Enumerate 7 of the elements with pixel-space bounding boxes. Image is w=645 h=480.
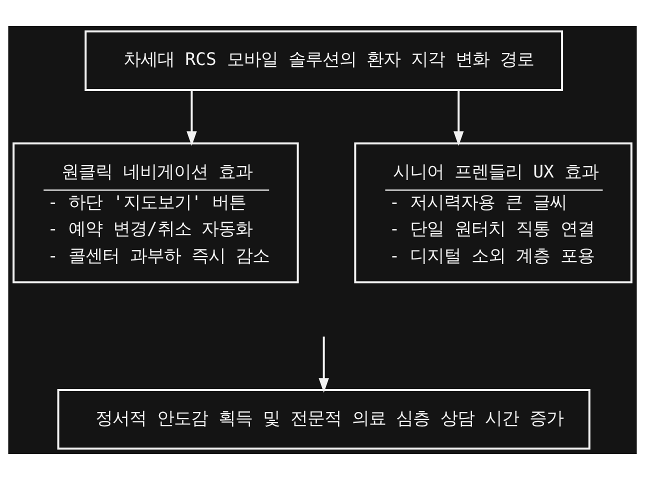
node-box: 정서적 안도감 획득 및 전문적 의료 심층 상담 시간 증가 bbox=[57, 388, 590, 450]
node-box: 원클릭 네비게이션 효과 - 하단 '지도보기' 버튼 - 예약 변경/취소 자동화 - 콜센터 과부하 즉시 감소 bbox=[12, 142, 299, 284]
arrow bbox=[453, 90, 464, 146]
node-box: 차세대 RCS 모바일 솔루션의 환자 지각 변화 경로 bbox=[84, 30, 564, 92]
node-box: 시니어 프렌들리 UX 효과 - 저시력자용 큰 글씨 - 단일 원터치 직통 연결 - 디지털 소외 계층 포용 bbox=[354, 142, 632, 284]
arrow bbox=[186, 90, 197, 146]
arrow bbox=[318, 336, 329, 393]
